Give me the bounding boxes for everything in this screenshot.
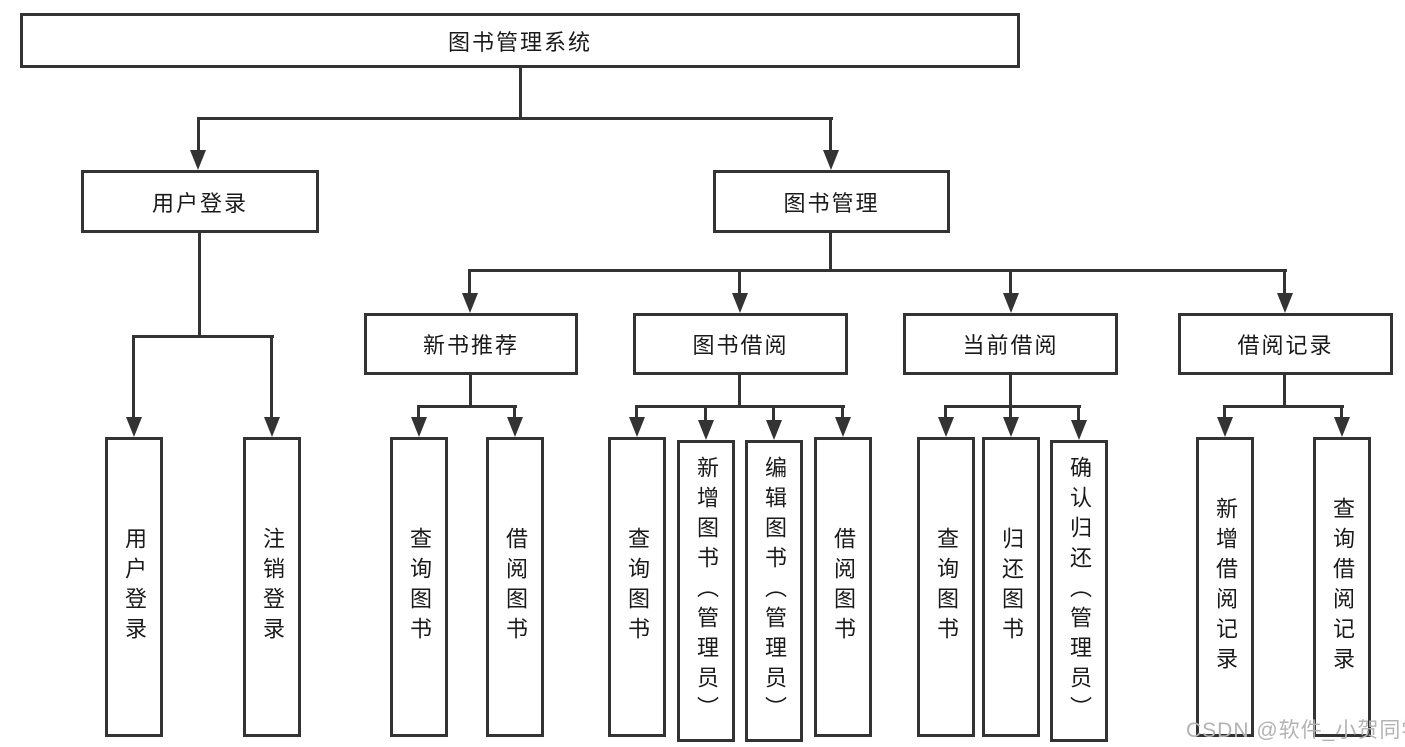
arrow-down-icon — [1217, 417, 1233, 437]
node-label: 查询图书 — [934, 527, 959, 647]
arrow-down-icon — [938, 417, 954, 437]
leaf-return-book: 归还图书 — [982, 437, 1040, 737]
connector-line — [738, 375, 741, 408]
connector-line — [635, 405, 638, 421]
connector-line — [197, 117, 200, 153]
arrow-down-icon — [1071, 420, 1087, 440]
arrow-down-icon — [1003, 417, 1019, 437]
connector-line — [417, 405, 420, 421]
node-label: 查询图书 — [407, 527, 432, 647]
arrow-down-icon — [835, 417, 851, 437]
node-label: 新书推荐 — [422, 333, 519, 358]
connector-line — [944, 405, 947, 421]
node-new-book-recommend: 新书推荐 — [364, 313, 578, 375]
node-label: 新增图书（管理员） — [694, 456, 719, 726]
node-book-management: 图书管理 — [713, 170, 950, 233]
leaf-add-book-admin: 新增图书（管理员） — [677, 440, 735, 742]
node-label: 查询借阅记录 — [1330, 497, 1355, 677]
arrow-down-icon — [1003, 293, 1019, 313]
arrow-down-icon — [411, 417, 427, 437]
arrow-down-icon — [629, 417, 645, 437]
node-label: 确认归还（管理员） — [1067, 456, 1092, 726]
arrow-down-icon — [766, 420, 782, 440]
node-label: 用户登录 — [151, 190, 248, 216]
connector-line — [635, 405, 845, 408]
node-label: 查询图书 — [625, 527, 650, 647]
node-label: 当前借阅 — [962, 333, 1059, 358]
arrow-down-icon — [698, 420, 714, 440]
leaf-query-books-current: 查询图书 — [917, 437, 975, 737]
connector-line — [772, 405, 775, 423]
connector-line — [270, 335, 273, 420]
connector-line — [1009, 375, 1012, 408]
connector-line — [468, 269, 471, 297]
node-label: 用户登录 — [122, 527, 147, 647]
leaf-confirm-return-admin: 确认归还（管理员） — [1050, 440, 1108, 742]
arrow-down-icon — [732, 293, 748, 313]
connector-line — [829, 117, 832, 153]
arrow-down-icon — [190, 150, 206, 170]
leaf-query-books-recommend: 查询图书 — [390, 437, 448, 737]
arrow-down-icon — [126, 417, 142, 437]
connector-line — [841, 405, 844, 421]
connector-line — [468, 269, 1287, 272]
leaf-borrow-books-recommend: 借阅图书 — [486, 437, 544, 737]
node-label: 新增借阅记录 — [1213, 497, 1238, 677]
connector-line — [1077, 405, 1080, 423]
connector-line — [519, 68, 522, 120]
connector-line — [513, 405, 516, 421]
node-label: 借阅图书 — [503, 527, 528, 647]
arrow-down-icon — [1334, 417, 1350, 437]
leaf-user-login: 用户登录 — [105, 437, 163, 737]
node-label: 编辑图书（管理员） — [762, 456, 787, 726]
connector-line — [1223, 405, 1226, 421]
leaf-query-borrow-record: 查询借阅记录 — [1313, 437, 1371, 737]
leaf-add-borrow-record: 新增借阅记录 — [1196, 437, 1254, 737]
leaf-logout: 注销登录 — [243, 437, 301, 737]
node-label: 归还图书 — [999, 527, 1024, 647]
watermark: CSDN @软件_小贺同学 — [1186, 719, 1405, 742]
connector-line — [132, 335, 135, 420]
connector-line — [738, 269, 741, 297]
leaf-query-books-borrow: 查询图书 — [608, 437, 666, 737]
connector-line — [944, 405, 1081, 408]
node-label: 图书借阅 — [692, 333, 789, 358]
node-borrow-records: 借阅记录 — [1178, 313, 1393, 375]
node-library-system: 图书管理系统 — [20, 13, 1020, 68]
connector-line — [197, 117, 833, 120]
arrow-down-icon — [462, 293, 478, 313]
node-label: 借阅记录 — [1237, 333, 1334, 358]
node-label: 图书管理 — [783, 190, 880, 216]
connector-line — [1009, 405, 1012, 421]
connector-line — [469, 375, 472, 408]
leaf-borrow-books: 借阅图书 — [814, 437, 872, 737]
connector-line — [198, 232, 201, 338]
connector-line — [1283, 269, 1286, 297]
connector-line — [1340, 405, 1343, 421]
connector-line — [704, 405, 707, 423]
connector-line — [1223, 405, 1344, 408]
arrow-down-icon — [264, 417, 280, 437]
node-label: 注销登录 — [260, 527, 285, 647]
node-label: 图书管理系统 — [447, 29, 592, 55]
leaf-edit-book-admin: 编辑图书（管理员） — [745, 440, 803, 742]
arrow-down-icon — [823, 150, 839, 170]
connector-line — [417, 405, 517, 408]
connector-line — [829, 232, 832, 272]
node-label: 借阅图书 — [831, 527, 856, 647]
connector-line — [132, 335, 274, 338]
connector-line — [1009, 269, 1012, 297]
node-current-borrow: 当前借阅 — [903, 313, 1118, 375]
node-user-login-branch: 用户登录 — [81, 170, 319, 233]
node-book-borrow: 图书借阅 — [633, 313, 848, 375]
arrow-down-icon — [1277, 293, 1293, 313]
connector-line — [1283, 375, 1286, 408]
arrow-down-icon — [507, 417, 523, 437]
